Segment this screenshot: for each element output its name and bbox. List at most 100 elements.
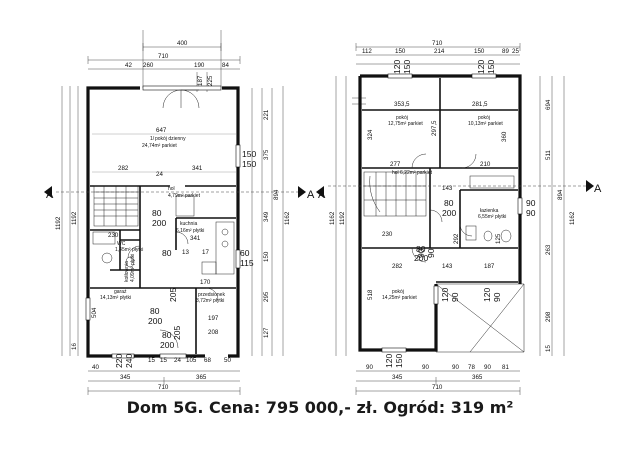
- gf-dim-400: 400: [177, 40, 188, 47]
- gf-left-dimensions: 1192 1192 16: [55, 86, 79, 356]
- gf-dim-230: 230: [108, 232, 119, 239]
- gf-dim-40: 40: [92, 364, 99, 371]
- uf-dim-78: 78: [468, 364, 475, 371]
- uf-room4-area: 6,22m² parkiet: [400, 170, 433, 176]
- gf-dim-15b: 15: [160, 357, 167, 364]
- uf-dim-90e: 90: [450, 292, 460, 302]
- uf-bathroom-fixtures: [465, 225, 512, 243]
- gf-dim-200c: 200: [160, 340, 174, 350]
- gf-dim-80a: 80: [152, 208, 162, 218]
- gf-room3-name: kuchnia: [180, 221, 197, 227]
- uf-dim-324: 324: [367, 129, 374, 140]
- gf-dim-710: 710: [158, 53, 169, 60]
- uf-dim-282: 282: [392, 263, 403, 270]
- gf-dim-80d: 80: [162, 330, 172, 340]
- uf-bottom-dimensions: 120 150 90 90 90 78 90 81 345 365 710: [355, 354, 521, 395]
- uf-top-dimensions: 710 112 150 214 150 89 25 120 150 120 15…: [355, 40, 521, 74]
- gf-dim-13: 13: [182, 249, 189, 256]
- uf-dim-518: 518: [367, 289, 374, 300]
- uf-dim-89: 89: [502, 48, 509, 55]
- gf-dim-220: 220: [114, 354, 124, 368]
- uf-dim-345: 345: [392, 374, 403, 381]
- uf-dim-80a: 80: [444, 198, 454, 208]
- uf-room4-name: hol: [392, 170, 399, 176]
- uf-dim-120d: 120: [482, 288, 492, 302]
- gf-dim-894: 894: [273, 189, 280, 200]
- uf-dim-143b: 143: [442, 263, 453, 270]
- gf-dim-341: 341: [192, 165, 203, 172]
- gf-section-right: A: [307, 189, 315, 201]
- gf-room4-name: WC: [117, 241, 126, 247]
- uf-dim-150e: 150: [394, 354, 404, 368]
- gf-room5-area: 3,72m² płytki: [196, 298, 224, 304]
- uf-dim-298: 298: [545, 311, 552, 322]
- uf-room1-name: pokój: [478, 115, 490, 121]
- uf-dim-120b: 120: [476, 60, 486, 74]
- gf-dim-left-1192b: 1192: [71, 211, 78, 225]
- uf-section-markers: A A: [316, 180, 602, 201]
- gf-walls: [86, 86, 240, 358]
- uf-room3-name: łazienka: [480, 208, 499, 214]
- gf-dim-187: 187: [197, 75, 204, 86]
- uf-dim-15: 15: [545, 345, 552, 352]
- gf-dim-208: 208: [208, 329, 219, 336]
- uf-dim-360: 360: [501, 131, 508, 142]
- uf-room3-area: 6,55m² płytki: [478, 214, 506, 220]
- uf-dim-277: 277: [390, 161, 401, 168]
- uf-dim-90c: 90: [416, 248, 426, 258]
- uf-dim-left-1162: 1162: [329, 211, 336, 225]
- uf-dim-120c: 120: [440, 288, 450, 302]
- gf-dim-17: 17: [202, 249, 209, 256]
- uf-dim-200a: 200: [442, 208, 456, 218]
- gf-dim-127: 127: [263, 327, 270, 338]
- gf-right-dimensions: 221 375 349 150 295 127 894 1162: [251, 86, 291, 356]
- gf-room3-area: 6,16m² płytki: [176, 228, 204, 234]
- gf-room6-name: kotłownia: [124, 261, 130, 282]
- uf-dim-125: 125: [495, 233, 502, 244]
- uf-dim-120a: 120: [392, 60, 402, 74]
- gf-room4-area: 1,45m² płytki: [115, 247, 143, 253]
- uf-dim-710b: 710: [432, 384, 443, 391]
- uf-dim-214: 214: [434, 48, 445, 55]
- uf-dim-81: 81: [502, 364, 509, 371]
- uf-openings: [381, 73, 523, 353]
- uf-dim-1162: 1162: [569, 211, 576, 225]
- gf-section-left: A: [46, 189, 54, 201]
- uf-dim-263: 263: [545, 244, 552, 255]
- gf-room6-area: 4,09m² płytki: [130, 254, 136, 282]
- uf-section-right: A: [594, 183, 602, 195]
- gf-dim-345: 345: [120, 374, 131, 381]
- gf-dim-647: 647: [156, 127, 167, 134]
- gf-dim-295: 295: [263, 291, 270, 302]
- gf-fixtures: [92, 195, 235, 275]
- gf-dim-80b: 80: [162, 248, 172, 258]
- uf-dim-90h: 90: [422, 364, 429, 371]
- uf-room5-name: pokój: [392, 289, 404, 295]
- gf-dim-341b: 341: [190, 235, 201, 242]
- uf-dim-710: 710: [432, 40, 443, 47]
- gf-dim-365: 365: [196, 374, 207, 381]
- gf-dim-170: 170: [200, 279, 211, 286]
- uf-dim-150c: 150: [402, 60, 412, 74]
- uf-dim-25: 25: [512, 48, 519, 55]
- gf-dim-105: 105: [186, 357, 197, 364]
- gf-dim-205b: 205: [172, 326, 182, 340]
- gf-dim-504: 504: [91, 307, 98, 318]
- uf-dim-90b: 90: [526, 208, 536, 218]
- gf-dim-375: 375: [263, 149, 270, 160]
- uf-inner-dimensions: 353,5 281,5 324 297,5 360 277 210 143 90…: [367, 101, 536, 302]
- uf-dim-left-1192: 1192: [339, 211, 346, 225]
- uf-dim-365: 365: [472, 374, 483, 381]
- uf-dim-90g: 90: [366, 364, 373, 371]
- gf-dim-200a: 200: [152, 218, 166, 228]
- gf-top-dimensions: 400 710 42 260 190 84 187 225: [87, 30, 241, 92]
- gf-room2-name: hol: [168, 186, 175, 192]
- gf-dim-205a: 205: [168, 288, 178, 302]
- gf-room7-area: 14,13m² płytki: [100, 295, 131, 301]
- gf-dim-left-1192: 1192: [55, 216, 62, 230]
- uf-dim-90d: 90: [426, 248, 436, 258]
- gf-dim-221: 221: [263, 109, 270, 120]
- uf-dim-120e: 120: [384, 354, 394, 368]
- gf-room-labels: 1/ pokój dzienny 24,74m² parkiet hol 4,7…: [100, 136, 225, 304]
- uf-room2-name: pokój: [396, 115, 408, 121]
